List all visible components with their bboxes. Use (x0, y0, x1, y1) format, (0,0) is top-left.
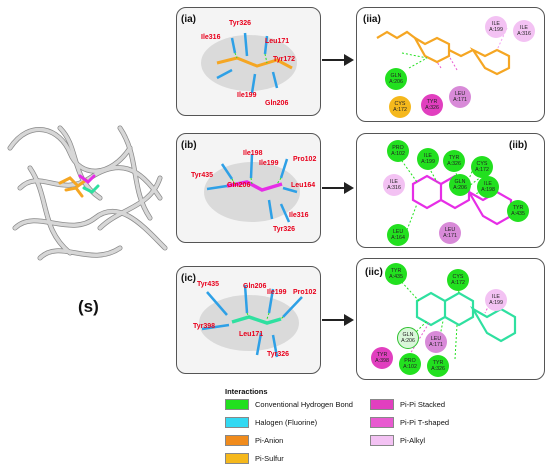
residue-leu171: LEU A:171 (439, 222, 461, 244)
panel-iib-2d-diagram: (iib) PRO A:102 ILE A:199 TYR A:326 CYS … (356, 133, 545, 248)
residue-label-tyr435: Tyr435 (191, 172, 214, 179)
legend-swatch (370, 417, 394, 428)
residue-label-pro102: Pro102 (293, 289, 317, 296)
legend-swatch (225, 399, 249, 410)
residue-label-leu171: Leu171 (239, 331, 264, 338)
legend-label: Pi-Alkyl (400, 436, 426, 445)
residue-ile199: ILE A:199 (485, 289, 507, 311)
legend-swatch (370, 399, 394, 410)
residue-cys172: CYS A:172 (471, 156, 493, 178)
panel-ib-3d-view: (ib) Ile198 Ile199 Pro102 Tyr435 Gln206 … (176, 133, 321, 243)
panel-ic-3d-view: (ic) Tyr435 Gln206 Ile199 Pro102 Tyr398 … (176, 266, 321, 374)
residue-ile199: ILE A:199 (485, 16, 507, 38)
residue-gln206: GLN A:206 (385, 68, 407, 90)
panel-iia-label: (iia) (363, 14, 381, 25)
protein-structure-image (7, 125, 168, 261)
legend-label: Pi-Anion (255, 436, 284, 445)
panel-iib-label: (iib) (509, 140, 528, 151)
residue-label-ile199: Ile199 (237, 92, 257, 99)
residue-tyr435: TYR A:435 (507, 200, 529, 222)
residue-label-gln206: Gln206 (227, 182, 251, 189)
arrow-ib-to-iib (322, 182, 354, 194)
residue-gln206: GLN A:206 (397, 327, 419, 349)
residue-label-tyr398: Tyr398 (193, 323, 216, 330)
panel-iic-2d-diagram: (iic) TYR A:435 CYS A:172 ILE A:199 GLN … (356, 258, 545, 380)
panel-ic-pocket-drawing (199, 284, 303, 358)
residue-label-tyr326: Tyr326 (267, 351, 290, 358)
legend-item-pi-sulfur: Pi-Sulfur (225, 453, 284, 464)
legend-swatch (225, 417, 249, 428)
residue-label-pro102: Pro102 (293, 156, 317, 163)
residue-label-ile316: Ile316 (201, 34, 221, 41)
residue-label-ile199: Ile199 (259, 160, 279, 167)
arrow-ia-to-iia (322, 54, 354, 66)
legend-label: Pi-Sulfur (255, 454, 284, 463)
residue-label-ile199: Ile199 (267, 289, 287, 296)
residue-tyr435: TYR A:435 (385, 263, 407, 285)
residue-label-gln206: Gln206 (265, 100, 289, 107)
panel-iia-ligand-structure (376, 27, 511, 76)
residue-ile316: ILE A:316 (513, 20, 535, 42)
legend-title: Interactions (225, 387, 268, 396)
residue-tyr326: TYR A:326 (421, 94, 443, 116)
legend-item-pi-anion: Pi-Anion (225, 435, 283, 446)
legend-label: Conventional Hydrogen Bond (255, 400, 353, 409)
residue-tyr326: TYR A:326 (443, 150, 465, 172)
residue-leu171: LEU A:171 (449, 86, 471, 108)
legend-swatch (225, 453, 249, 464)
residue-label-tyr172: Tyr172 (273, 56, 296, 63)
residue-leu171: LEU A:171 (425, 331, 447, 353)
residue-label-tyr326: Tyr326 (229, 20, 252, 27)
legend-item-halogen: Halogen (Fluorine) (225, 417, 317, 428)
residue-cys172: CYS A:172 (447, 269, 469, 291)
protein-label: (s) (78, 297, 99, 316)
residue-pro102: PRO A:102 (399, 353, 421, 375)
panel-ia-label: (ia) (181, 14, 196, 25)
legend-item-pi-pi-tshaped: Pi-Pi T-shaped (370, 417, 449, 428)
residue-tyr326: TYR A:326 (427, 355, 449, 377)
legend-item-conventional-hbond: Conventional Hydrogen Bond (225, 399, 353, 410)
residue-label-tyr326: Tyr326 (273, 226, 296, 233)
legend-item-pi-alkyl: Pi-Alkyl (370, 435, 425, 446)
residue-label-leu171: Leu171 (265, 38, 290, 45)
panel-ib-label: (ib) (181, 140, 197, 151)
residue-tyr398: TYR A:398 (371, 347, 393, 369)
legend-label: Pi-Pi T-shaped (400, 418, 450, 427)
residue-pro102: PRO A:102 (387, 140, 409, 162)
panel-ia-pocket-drawing (201, 32, 297, 94)
panel-iic-label: (iic) (365, 267, 383, 278)
legend-swatch (370, 435, 394, 446)
residue-leu164: LEU A:164 (387, 224, 409, 246)
residue-gln206: GLN A:206 (449, 174, 471, 196)
residue-label-ile316: Ile316 (289, 212, 309, 219)
panel-ic-label: (ic) (181, 273, 196, 284)
legend-item-pi-pi-stacked: Pi-Pi Stacked (370, 399, 445, 410)
legend-label: Halogen (Fluorine) (255, 418, 318, 427)
residue-ile199: ILE A:199 (417, 148, 439, 170)
residue-cys172: CYS A:172 (389, 96, 411, 118)
panel-ia-3d-view: (ia) Tyr326 Ile316 Leu171 Tyr172 Ile199 … (176, 7, 321, 116)
legend-swatch (225, 435, 249, 446)
bound-ligands (58, 174, 100, 198)
panel-ib-pocket-drawing (204, 153, 300, 223)
residue-ile316: ILE A:316 (383, 174, 405, 196)
residue-ile198: ILE A:198 (477, 176, 499, 198)
residue-label-gln206: Gln206 (243, 283, 267, 290)
arrow-ic-to-iic (322, 314, 354, 326)
residue-label-leu164: Leu164 (291, 182, 316, 189)
legend-label: Pi-Pi Stacked (400, 400, 446, 409)
panel-iia-2d-diagram: (iia) ILE A:199 ILE A:316 GLN A:206 LEU … (356, 7, 545, 122)
residue-label-tyr435: Tyr435 (197, 281, 220, 288)
residue-label-ile198: Ile198 (243, 150, 263, 157)
